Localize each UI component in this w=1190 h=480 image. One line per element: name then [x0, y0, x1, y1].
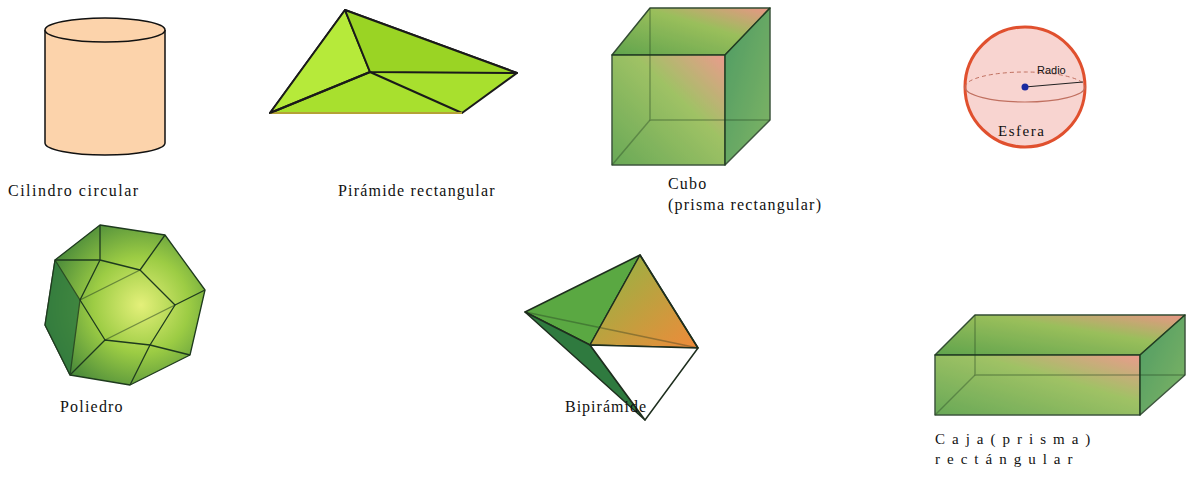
- shape-caption: Cubo (prisma rectangular): [668, 174, 822, 216]
- cylinder: [45, 18, 165, 155]
- shape-caption: Bipirámide: [565, 397, 647, 418]
- dimension-label: Radio: [1037, 63, 1066, 77]
- shape-caption: Esfera: [998, 122, 1045, 142]
- rectangular-box: [935, 315, 1185, 415]
- cube: [612, 8, 770, 165]
- shape-caption: Pirámide rectangular: [338, 181, 496, 202]
- shape-caption: Caja(prisma) rectángular: [935, 430, 1097, 469]
- bipyramid: [525, 255, 698, 420]
- shape-caption: Poliedro: [60, 397, 124, 418]
- shape-caption: Cilindro circular: [8, 181, 140, 202]
- polyhedron: [45, 225, 205, 385]
- rectangular-pyramid: [270, 10, 517, 113]
- sphere: [965, 27, 1085, 147]
